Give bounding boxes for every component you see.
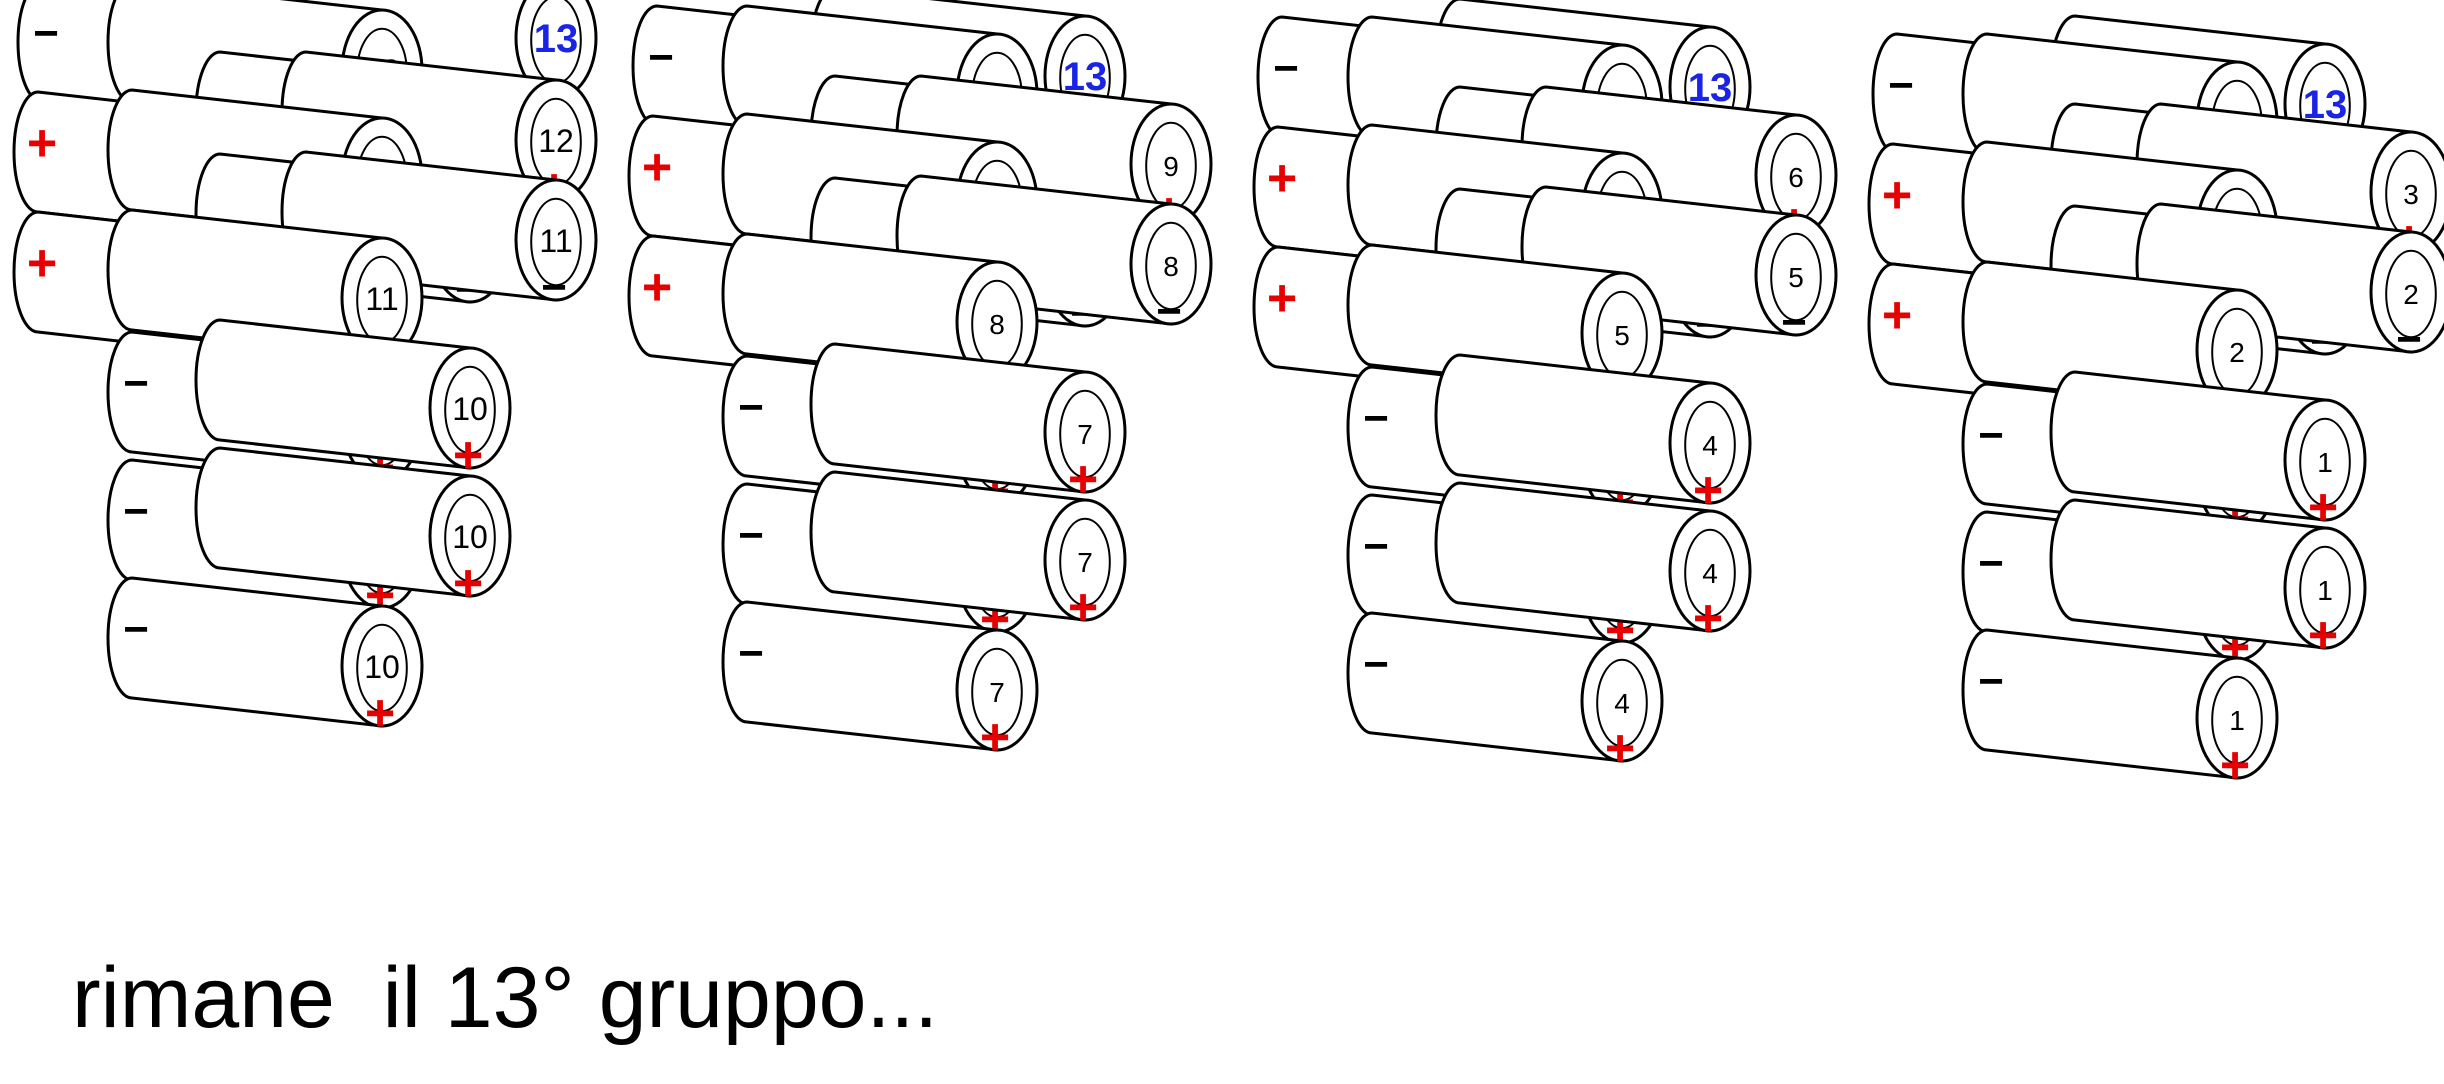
battery-cell: 7+ <box>809 342 1127 509</box>
cell-label: 1 <box>2229 705 2245 736</box>
cell-label: 1 <box>2317 575 2333 606</box>
positive-terminal-mark: + <box>1267 150 1297 208</box>
positive-terminal-mark: + <box>642 139 672 197</box>
positive-terminal-mark: + <box>642 259 672 317</box>
negative-terminal-mark: − <box>1363 522 1389 571</box>
cell-label: 8 <box>1163 251 1179 282</box>
cell-label: 1 <box>2317 447 2333 478</box>
cell-label: 12 <box>538 123 574 159</box>
cell-label: 3 <box>2403 179 2419 210</box>
positive-terminal-mark: + <box>1605 720 1635 778</box>
battery-cell: 7+ <box>809 470 1127 637</box>
cell-label: 7 <box>989 677 1005 708</box>
positive-terminal-mark: + <box>27 235 57 293</box>
battery-cell: 5− <box>1346 243 1664 405</box>
cell-group-2: 139+−9+9+9+8−+9+8−8−8−+8−7+−7+7+−7+7+− <box>627 0 1213 767</box>
positive-terminal-mark: + <box>1882 287 1912 345</box>
battery-cell: 11− <box>106 208 424 370</box>
negative-terminal-mark: − <box>1781 298 1807 347</box>
positive-terminal-mark: + <box>27 115 57 173</box>
cell-label: 13 <box>534 17 579 61</box>
cell-label: 11 <box>539 223 572 259</box>
cell-label: 5 <box>1788 262 1804 293</box>
positive-terminal-mark: + <box>1882 167 1912 225</box>
negative-terminal-mark: − <box>1978 657 2004 706</box>
cell-label: 5 <box>1614 320 1630 351</box>
negative-terminal-mark: − <box>738 629 764 678</box>
positive-terminal-mark: + <box>1068 579 1098 637</box>
battery-cell: 2− <box>1961 260 2279 422</box>
caption: rimane il 13° gruppo... <box>72 950 939 1046</box>
cell-group-1: 131312+−12+12+12+11−+12+11−11−11−+11−10+… <box>12 0 598 743</box>
positive-terminal-mark: + <box>2220 737 2250 795</box>
cell-label: 10 <box>364 649 400 685</box>
negative-terminal-mark: − <box>33 9 59 58</box>
positive-terminal-mark: + <box>453 555 483 613</box>
battery-cell: 7+ − <box>721 600 1039 767</box>
battery-cell: 1+ − <box>1961 628 2279 795</box>
battery-cell: 10+ − <box>106 576 424 743</box>
cell-group-4: 133+−3+3+3+2−+3+2−2−2−+2−1+−1+1+−1+1+− <box>1867 14 2444 795</box>
battery-cell: 4+ <box>1434 481 1752 648</box>
negative-terminal-mark: − <box>123 487 149 536</box>
negative-terminal-mark: − <box>1888 61 1914 110</box>
negative-terminal-mark: − <box>123 605 149 654</box>
battery-pack-diagram: 131312+−12+12+12+11−+12+11−11−11−+11−10+… <box>12 0 2444 795</box>
cell-label: 4 <box>1702 430 1718 461</box>
negative-terminal-mark: − <box>1978 539 2004 588</box>
cell-label: 9 <box>1163 151 1179 182</box>
positive-terminal-mark: + <box>365 685 395 743</box>
battery-cell: 10+ <box>194 318 512 485</box>
negative-terminal-mark: − <box>1978 411 2004 460</box>
positive-terminal-mark: + <box>1693 590 1723 648</box>
cell-label: 11 <box>365 281 398 317</box>
cell-label: 8 <box>989 309 1005 340</box>
negative-terminal-mark: − <box>1273 44 1299 93</box>
negative-terminal-mark: − <box>123 359 149 408</box>
cell-label: 4 <box>1702 558 1718 589</box>
battery-cell: 4+ <box>1434 353 1752 520</box>
negative-terminal-mark: − <box>1363 640 1389 689</box>
positive-terminal-mark: + <box>1267 270 1297 328</box>
cell-label: 10 <box>452 519 488 555</box>
cell-group-3: 136+−6+6+6+5−+6+5−5−5−+5−4+−4+4+−4+4+− <box>1252 0 1838 778</box>
negative-terminal-mark: − <box>648 33 674 82</box>
cell-label: 2 <box>2403 279 2419 310</box>
negative-terminal-mark: − <box>2396 315 2422 364</box>
positive-terminal-mark: + <box>980 709 1010 767</box>
negative-terminal-mark: − <box>1156 287 1182 336</box>
cell-label: 6 <box>1788 162 1804 193</box>
cell-label: 4 <box>1614 688 1630 719</box>
cell-label: 2 <box>2229 337 2245 368</box>
battery-cell: 10+ <box>194 446 512 613</box>
negative-terminal-mark: − <box>1363 394 1389 443</box>
battery-cell: 4+ − <box>1346 611 1664 778</box>
negative-terminal-mark: − <box>541 263 567 312</box>
cell-label: 7 <box>1077 547 1093 578</box>
negative-terminal-mark: − <box>738 511 764 560</box>
cell-label: 10 <box>452 391 488 427</box>
battery-cell: 1+ <box>2049 498 2367 665</box>
cell-label: 7 <box>1077 419 1093 450</box>
negative-terminal-mark: − <box>738 383 764 432</box>
positive-terminal-mark: + <box>2308 607 2338 665</box>
